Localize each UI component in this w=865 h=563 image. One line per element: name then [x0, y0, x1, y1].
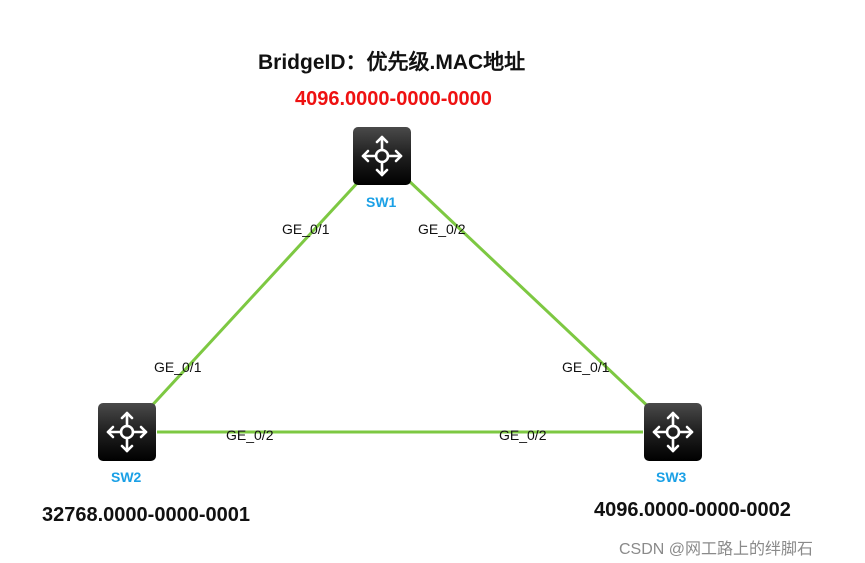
sw1-node[interactable]: [352, 126, 412, 186]
sw2-node[interactable]: [97, 402, 157, 462]
sw3-label: SW3: [656, 469, 687, 485]
l3-switch-icon: [353, 127, 411, 185]
page-title: BridgeID：优先级.MAC地址: [258, 51, 526, 74]
sw1-label: SW1: [366, 194, 397, 210]
l3-switch-icon: [644, 403, 702, 461]
link-sw1-sw2: [144, 178, 362, 414]
port-label-sw3-ge02: GE_0/2: [499, 427, 547, 443]
watermark: CSDN @网工路上的绊脚石: [619, 541, 814, 558]
sw2-label: SW2: [111, 469, 142, 485]
sw3-node[interactable]: [643, 402, 703, 462]
sw1-bridge-id: 4096.0000-0000-0000: [295, 88, 492, 110]
link-sw1-sw3: [406, 178, 656, 414]
port-label-sw3-ge01: GE_0/1: [562, 359, 610, 375]
port-label-sw1-ge01: GE_0/1: [282, 221, 330, 237]
sw2-bridge-id: 32768.0000-0000-0001: [42, 504, 250, 526]
sw3-bridge-id: 4096.0000-0000-0002: [594, 499, 791, 521]
port-label-sw1-ge02: GE_0/2: [418, 221, 466, 237]
l3-switch-icon: [98, 403, 156, 461]
port-label-sw2-ge02: GE_0/2: [226, 427, 274, 443]
port-label-sw2-ge01: GE_0/1: [154, 359, 202, 375]
